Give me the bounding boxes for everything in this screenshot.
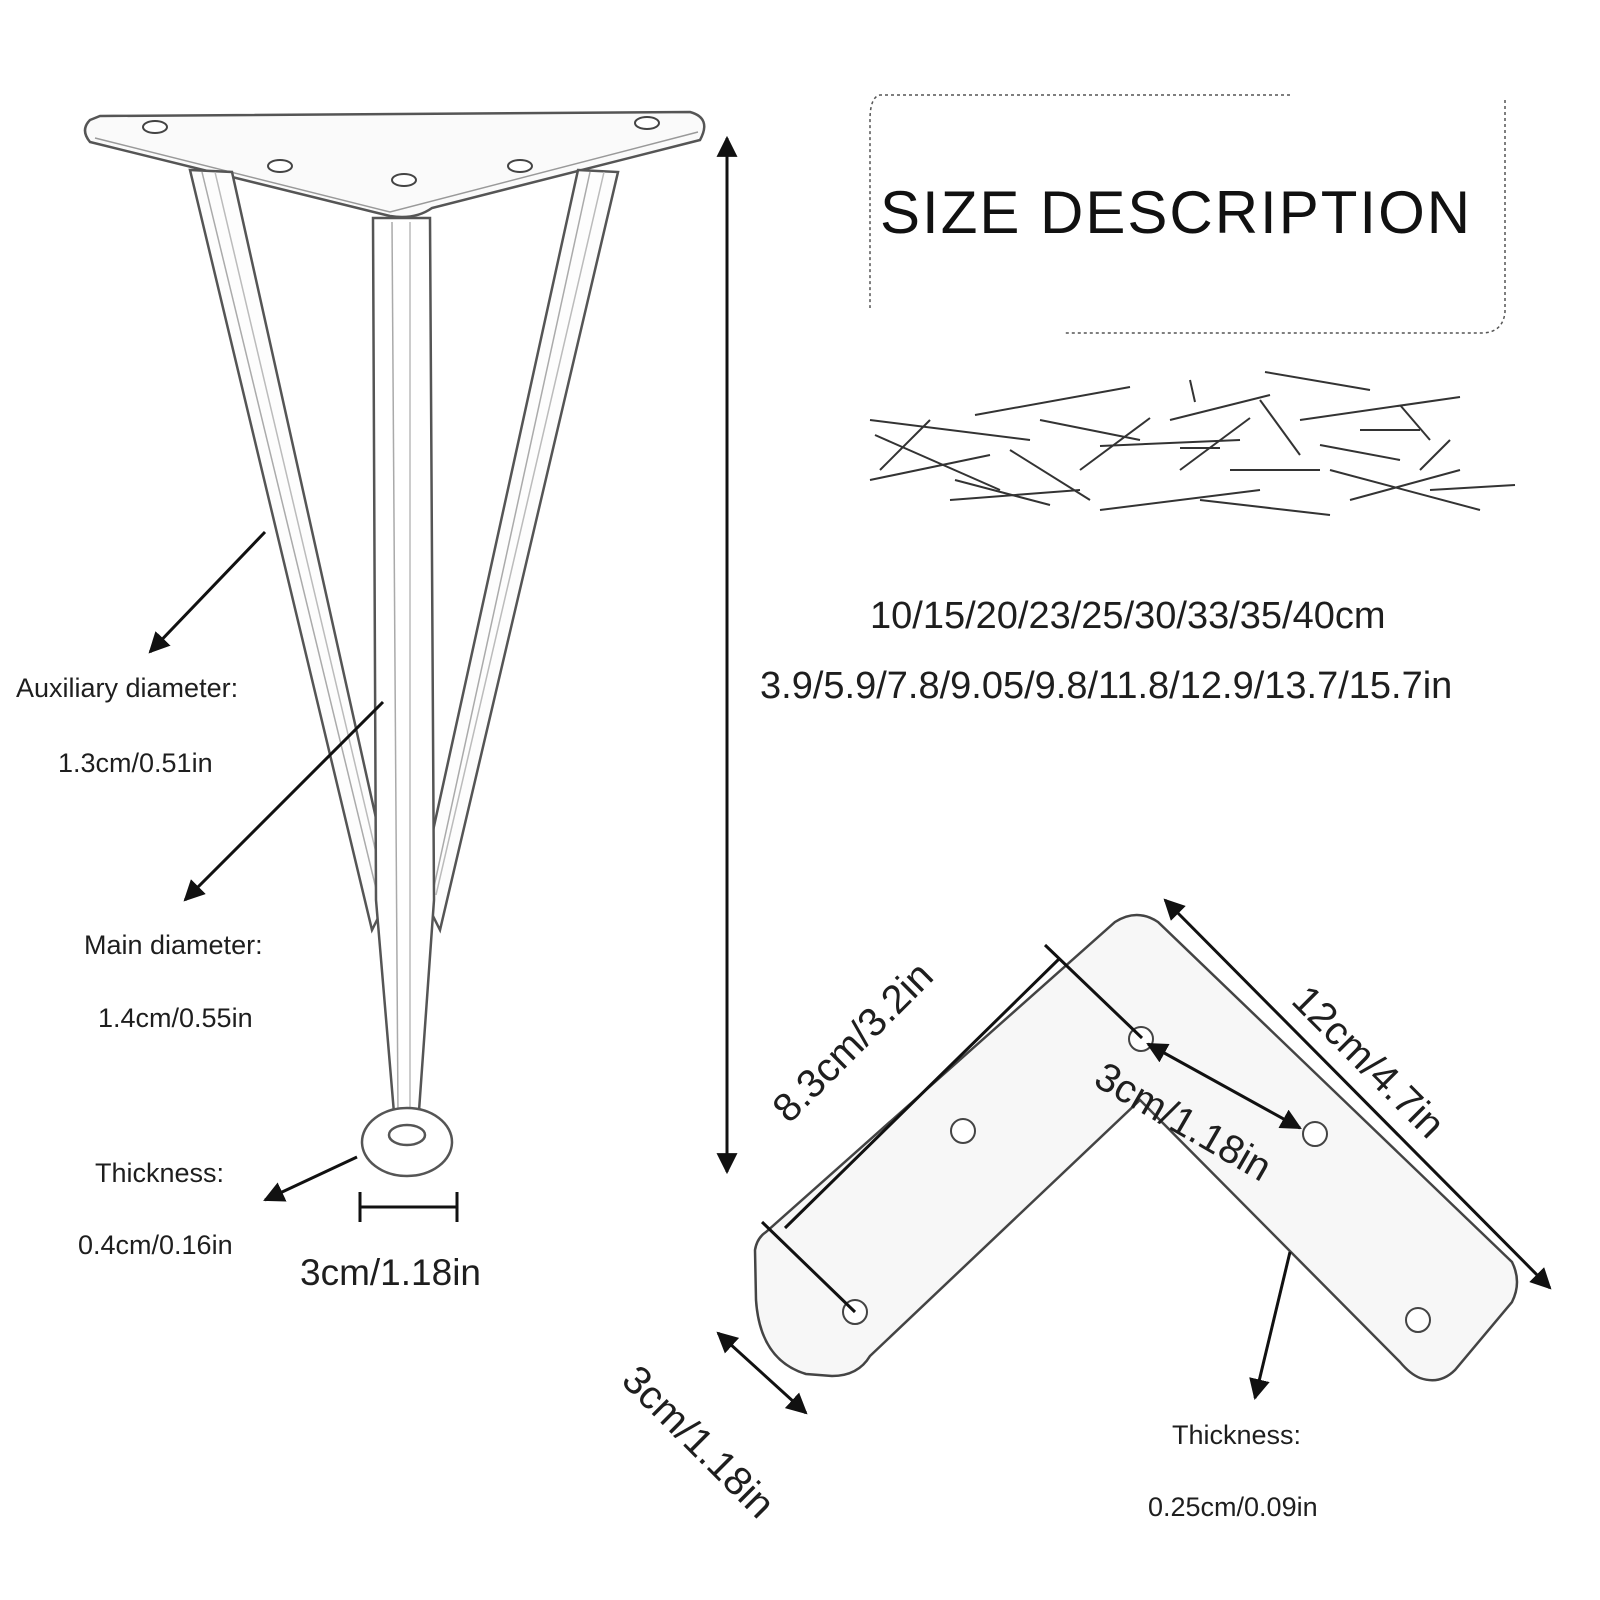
sketch-decoration bbox=[869, 371, 1516, 516]
foot-width-label: 3cm/1.18in bbox=[300, 1252, 481, 1293]
aux-diameter-value: 1.3cm/0.51in bbox=[58, 748, 213, 778]
leg-right-rod bbox=[418, 168, 620, 934]
table-leg-drawing bbox=[83, 110, 706, 1178]
leg-top-plate bbox=[83, 110, 706, 219]
leg-thickness-arrow bbox=[263, 1155, 358, 1202]
title-frame bbox=[869, 94, 1506, 334]
leg-left-rod bbox=[188, 168, 394, 934]
leg-thickness-label: Thickness: bbox=[95, 1158, 225, 1188]
aux-diameter-arrow bbox=[148, 530, 267, 654]
heights-cm: 10/15/20/23/25/30/33/35/40cm bbox=[870, 595, 1386, 637]
aux-diameter-label: Auxiliary diameter: bbox=[16, 673, 239, 703]
main-diameter-arrow bbox=[183, 700, 385, 902]
heights-in: 3.9/5.9/7.8/9.05/9.8/11.8/12.9/13.7/15.7… bbox=[760, 665, 1453, 707]
corner-plate bbox=[753, 913, 1519, 1382]
size-description-title: SIZE DESCRIPTION bbox=[880, 179, 1473, 246]
main-diameter-label: Main diameter: bbox=[84, 930, 263, 960]
plate-thickness-value: 0.25cm/0.09in bbox=[1148, 1492, 1318, 1522]
main-diameter-value: 1.4cm/0.55in bbox=[98, 1003, 253, 1033]
plate-thickness-label: Thickness: bbox=[1172, 1420, 1302, 1450]
leg-thickness-value: 0.4cm/0.16in bbox=[78, 1230, 233, 1260]
leg-main-rod bbox=[371, 216, 436, 1127]
foot-width-bracket bbox=[358, 1192, 459, 1222]
corner-plate-drawing bbox=[716, 898, 1552, 1415]
leg-plate-holes bbox=[142, 116, 660, 187]
